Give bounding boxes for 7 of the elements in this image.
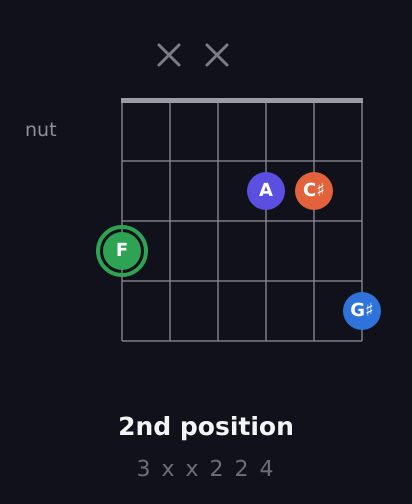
note-marker: A: [247, 172, 285, 210]
note-marker: C♯: [295, 172, 333, 210]
fingering-label: 3 x x 2 2 4: [136, 459, 276, 481]
note-marker: G♯: [343, 292, 381, 330]
root-note-marker: F: [96, 225, 148, 277]
nut-label: nut: [25, 121, 57, 140]
chord-title: 2nd position: [117, 414, 295, 439]
